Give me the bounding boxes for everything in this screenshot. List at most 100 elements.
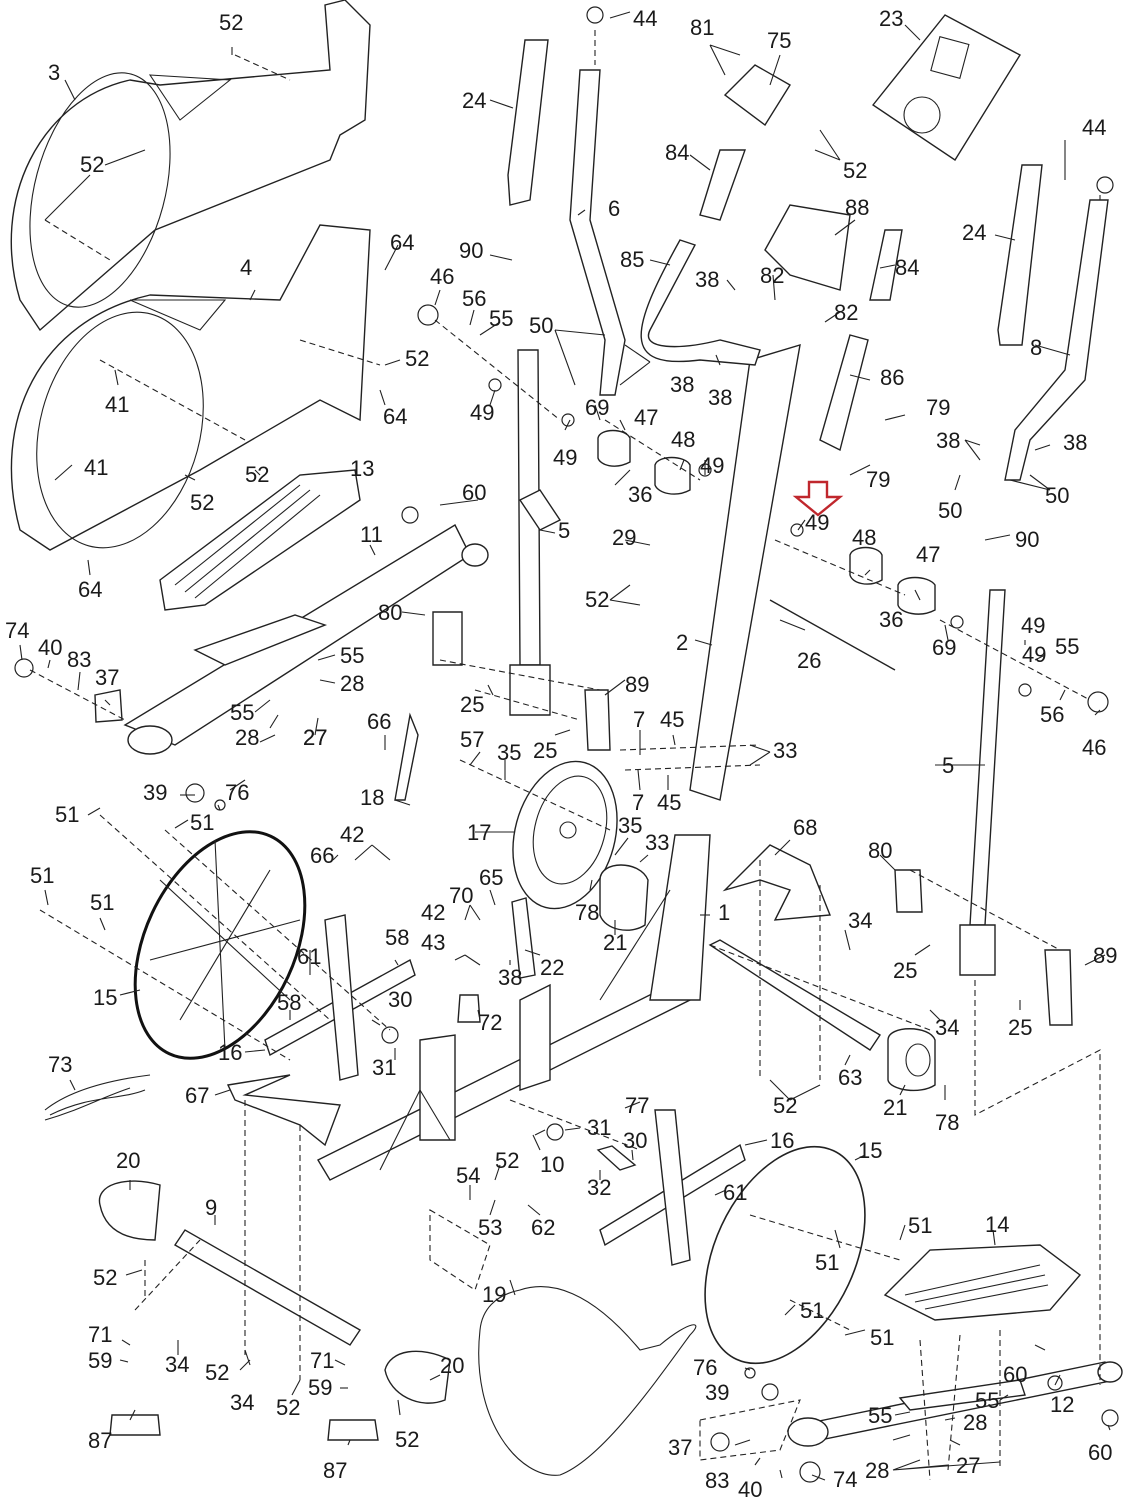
- callout: 89: [625, 672, 649, 697]
- callout: 51: [815, 1250, 839, 1275]
- callout: 16: [218, 1040, 242, 1065]
- callout: 43: [421, 930, 445, 955]
- callout: 22: [540, 955, 564, 980]
- callout: 60: [1088, 1440, 1112, 1465]
- callout: 44: [1082, 115, 1106, 140]
- callout: 47: [916, 542, 940, 567]
- callout: 62: [531, 1215, 555, 1240]
- flywheel-disc-part-15-right: [704, 1145, 866, 1365]
- pulse-grip-part-84-right: [869, 229, 903, 301]
- callout: 16: [770, 1128, 794, 1153]
- callout: 30: [623, 1128, 647, 1153]
- stabilizer-part-9: [174, 1229, 361, 1346]
- callout: 40: [38, 635, 62, 660]
- callout: 31: [372, 1055, 396, 1080]
- callout: 45: [657, 790, 681, 815]
- callout: 27: [303, 725, 327, 750]
- left-shroud-part-3: [10, 0, 371, 332]
- callout: 48: [671, 427, 695, 452]
- callout: 51: [30, 863, 54, 888]
- callout-labels: 52 3 52 24 44 81 75 23 44 84 52 6 88 24 …: [5, 6, 1117, 1500]
- callout: 81: [690, 15, 714, 40]
- callout: 52: [245, 462, 269, 487]
- callout: 25: [893, 958, 917, 983]
- callout: 35: [497, 740, 521, 765]
- callout: 2: [676, 630, 688, 655]
- callout: 44: [633, 6, 657, 31]
- callout: 20: [116, 1148, 140, 1173]
- callout: 52: [219, 10, 243, 35]
- callout: 13: [350, 456, 374, 481]
- callout: 66: [310, 843, 334, 868]
- callout: 55: [340, 643, 364, 668]
- callout: 34: [935, 1015, 959, 1040]
- callout: 49: [553, 445, 577, 470]
- callout: 30: [388, 987, 412, 1012]
- callout: 41: [105, 392, 129, 417]
- callout: 79: [866, 467, 890, 492]
- callout: 65: [479, 865, 503, 890]
- callout: 5: [942, 753, 954, 778]
- callout: 38: [708, 385, 732, 410]
- leveler-feet-part-87: [109, 1414, 379, 1441]
- hardware-parts: [14, 6, 1119, 1483]
- callout: 46: [430, 264, 454, 289]
- callout: 15: [93, 985, 117, 1010]
- callout: 15: [858, 1138, 882, 1163]
- callout: 49: [1021, 613, 1045, 638]
- callout: 10: [540, 1152, 564, 1177]
- callout: 70: [449, 883, 473, 908]
- callout: 34: [848, 908, 872, 933]
- callout: 6: [608, 196, 620, 221]
- callout: 80: [868, 838, 892, 863]
- callout: 51: [55, 802, 79, 827]
- callout: 28: [865, 1458, 889, 1483]
- callout: 47: [634, 405, 658, 430]
- callout: 51: [90, 890, 114, 915]
- callout: 80: [378, 600, 402, 625]
- callout: 28: [340, 671, 364, 696]
- callout: 58: [385, 925, 409, 950]
- callout: 75: [767, 28, 791, 53]
- cover-part-67: [226, 1074, 341, 1147]
- pedal-part-13: [159, 469, 361, 611]
- callout: 33: [645, 830, 669, 855]
- callout: 52: [495, 1148, 519, 1173]
- callout: 61: [723, 1180, 747, 1205]
- callout: 71: [88, 1322, 112, 1347]
- callout: 41: [84, 455, 108, 480]
- callout: 74: [5, 618, 29, 643]
- callout: 20: [440, 1353, 464, 1378]
- callout: 76: [225, 780, 249, 805]
- callout: 23: [879, 6, 903, 31]
- frame-part-16-right: [599, 1109, 746, 1266]
- callout: 84: [665, 140, 689, 165]
- callout: 64: [390, 230, 414, 255]
- callout: 60: [462, 480, 486, 505]
- callout: 37: [95, 665, 119, 690]
- callout: 35: [618, 813, 642, 838]
- pedal-part-14: [883, 1244, 1082, 1321]
- callout: 64: [383, 404, 407, 429]
- callout: 89: [1093, 943, 1117, 968]
- callout: 34: [230, 1390, 254, 1415]
- callout: 66: [367, 709, 391, 734]
- callout: 88: [845, 195, 869, 220]
- callout: 25: [533, 738, 557, 763]
- pulse-grip-part-84-left: [699, 149, 746, 221]
- callout: 40: [738, 1477, 762, 1500]
- callout: 48: [852, 525, 876, 550]
- callout: 51: [190, 810, 214, 835]
- grip-part-24-left: [507, 39, 549, 206]
- callout: 19: [482, 1282, 506, 1307]
- callout: 14: [985, 1212, 1009, 1237]
- callout: 49: [470, 400, 494, 425]
- idler-part-21-lower: [887, 1028, 936, 1092]
- callout: 28: [235, 725, 259, 750]
- callout: 38: [936, 428, 960, 453]
- callout: 90: [1015, 527, 1039, 552]
- lower-arm-part-5-left: [509, 349, 551, 716]
- callout: 33: [773, 738, 797, 763]
- callout: 57: [460, 727, 484, 752]
- cover-part-68: [722, 844, 831, 921]
